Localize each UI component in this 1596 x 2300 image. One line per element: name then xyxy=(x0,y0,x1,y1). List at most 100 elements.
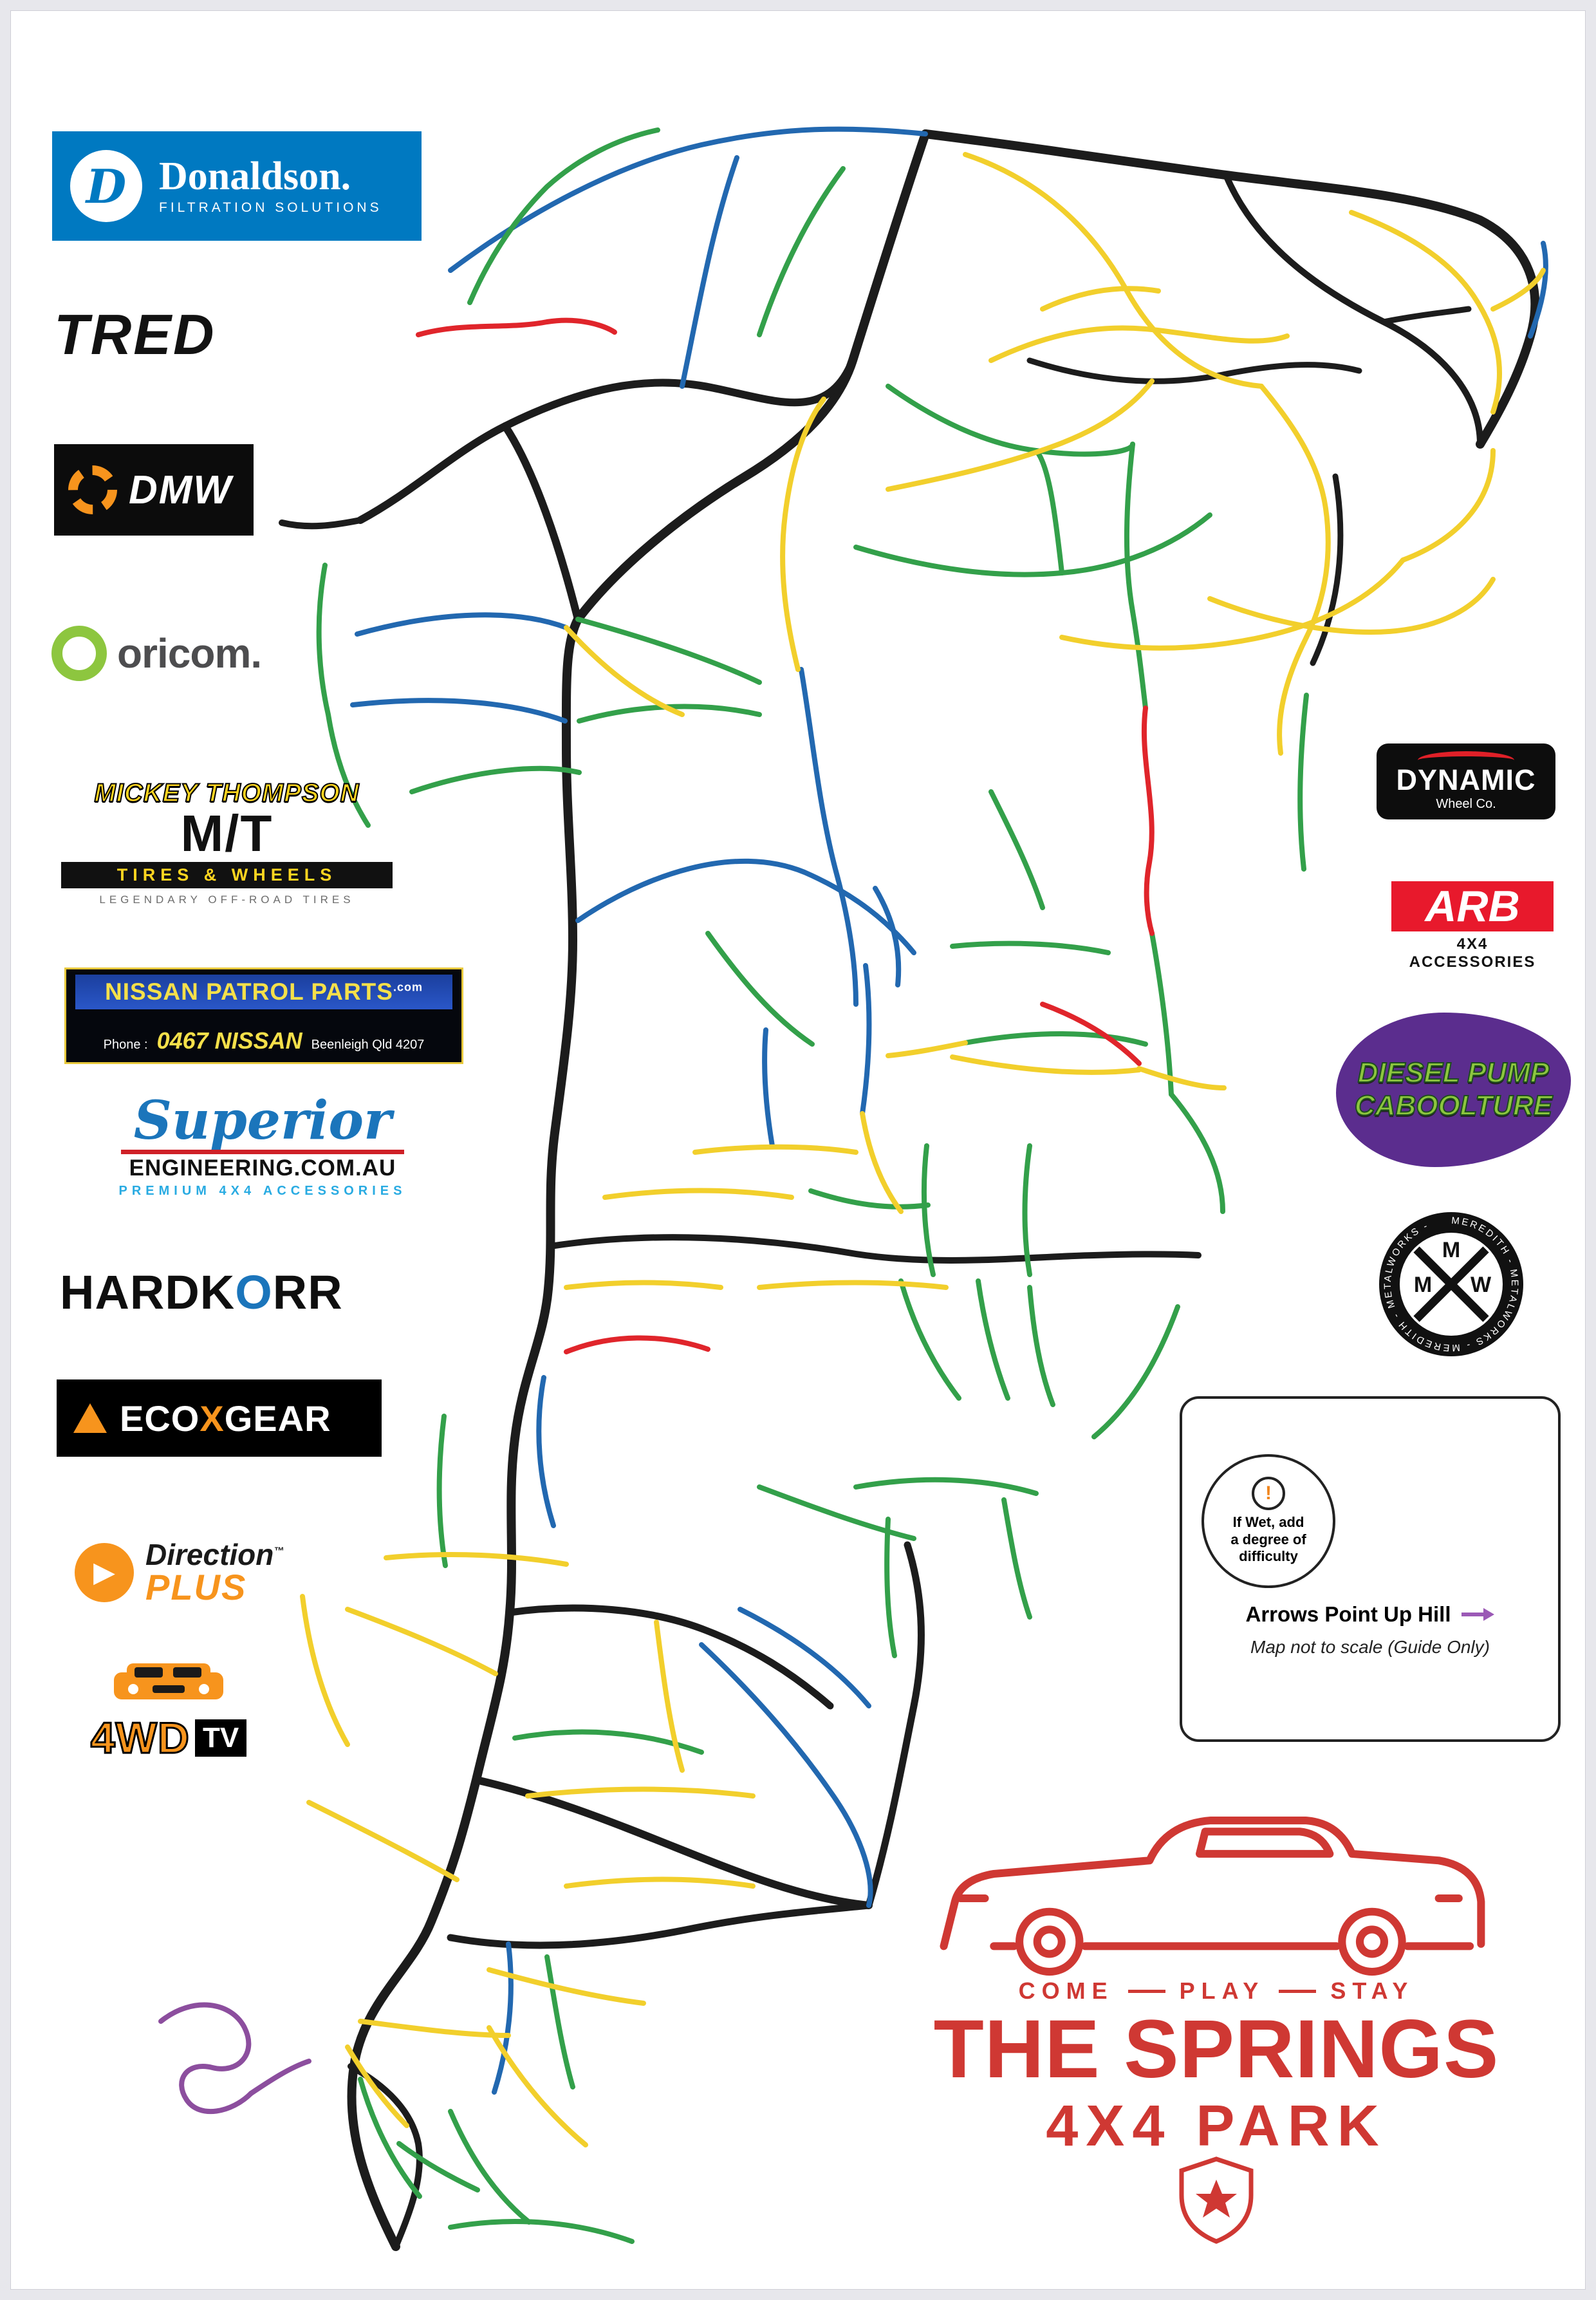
trail-path xyxy=(886,384,1135,457)
trail-path xyxy=(348,2063,423,2250)
springs-4x4-park-logo: COME PLAY STAY THE SPRINGS 4X4 PARK xyxy=(869,1796,1564,2295)
trail-path xyxy=(350,698,568,724)
trail-path xyxy=(384,1552,569,1567)
trail-path xyxy=(1490,268,1546,312)
trail-path xyxy=(1091,1304,1180,1439)
trail-path xyxy=(358,2077,422,2199)
trail-path xyxy=(396,2141,480,2192)
direction-text: Direction xyxy=(145,1537,274,1571)
tires-wheels-bar: TIRES & WHEELS xyxy=(61,862,393,888)
tag-separator xyxy=(1279,1989,1317,1993)
sponsor-nissan-patrol-parts: NISSAN PATROL PARTS.com Phone : 0467 NIS… xyxy=(64,968,463,1064)
diesel-pump-line2: CABOOLTURE xyxy=(1354,1089,1553,1122)
tag-come: COME xyxy=(1018,1977,1114,2004)
dynamic-swoosh-icon xyxy=(1418,751,1514,769)
legend-items xyxy=(1347,1416,1539,1588)
sponsor-arb: ARB 4X4 ACCESSORIES xyxy=(1391,881,1554,971)
meredith-logo-icon: MEREDITH - METALWORKS - MEREDITH - METAL… xyxy=(1379,1212,1523,1356)
trail-path xyxy=(1130,609,1148,711)
oricom-name: oricom. xyxy=(117,630,262,677)
trail-path xyxy=(884,1517,897,1658)
trail-path xyxy=(306,1800,459,1882)
trail-path xyxy=(447,1902,873,1949)
trail-path xyxy=(988,325,1290,363)
mickey-thompson-tagline: LEGENDARY OFF-ROAD TIRES xyxy=(99,893,355,906)
come-play-stay: COME PLAY STAY xyxy=(1019,1977,1415,2005)
trail-path xyxy=(853,1477,1039,1496)
4wd-text: 4WD xyxy=(89,1713,190,1764)
tag-stay: STAY xyxy=(1330,1977,1415,2004)
trail-path xyxy=(860,1111,904,1214)
sponsor-hardkorr: HARDKORR xyxy=(60,1265,433,1320)
trail-path xyxy=(525,1786,756,1799)
direction-name: Direction™ xyxy=(145,1540,284,1569)
trail-path xyxy=(564,1876,756,1889)
trail-path xyxy=(316,563,371,828)
trail-path xyxy=(345,2044,409,2128)
superior-tagline: PREMIUM 4X4 ACCESSORIES xyxy=(118,1184,407,1198)
trail-path xyxy=(573,129,930,624)
trail-path xyxy=(865,1541,925,1909)
trail-path xyxy=(853,512,1212,577)
sponsor-meredith-metalworks: MEREDITH - METALWORKS - MEREDITH - METAL… xyxy=(1374,1207,1528,1361)
trail-path xyxy=(988,789,1045,910)
trail-path xyxy=(564,1280,723,1290)
trail-path xyxy=(1059,557,1406,651)
sponsor-4wd-tv: 4WD TV xyxy=(62,1661,275,1780)
arrow-circle-icon: ▶ xyxy=(75,1542,134,1602)
trail-path xyxy=(506,1604,834,1710)
truck-outline-icon xyxy=(940,1816,1485,1976)
trail-path xyxy=(536,1375,556,1528)
donaldson-d-glyph: D xyxy=(86,158,127,214)
trail-path xyxy=(1040,286,1161,312)
sponsor-ecoxgear: ECOXGEAR xyxy=(57,1379,382,1457)
phone-label: Phone : xyxy=(103,1038,148,1052)
trail-path xyxy=(544,1954,575,2090)
trail-path xyxy=(757,1484,916,1541)
dmw-name: DMW xyxy=(129,467,232,512)
plus-text: PLUS xyxy=(145,1566,247,1607)
trail-path xyxy=(436,1414,448,1568)
trail-path xyxy=(1259,384,1331,640)
wet-note: If Wet, add a degree of difficulty xyxy=(1230,1514,1306,1565)
trail-path xyxy=(1207,577,1496,635)
trail-path xyxy=(1277,635,1309,756)
trail-path xyxy=(1400,448,1496,563)
trail-path xyxy=(472,1776,873,1909)
sponsor-diesel-pump-caboolture: DIESEL PUMP CABOOLTURE xyxy=(1336,1013,1571,1167)
trademark-symbol: ™ xyxy=(274,1546,284,1557)
meredith-w-right: W xyxy=(1471,1273,1492,1297)
sponsor-donaldson: D Donaldson. FILTRATION SOLUTIONS xyxy=(52,131,422,241)
trail-path xyxy=(898,1278,961,1401)
trail-path xyxy=(467,127,660,305)
truck-icon xyxy=(114,1663,223,1699)
tag-separator xyxy=(1127,1989,1165,1993)
trail-path xyxy=(799,667,858,1007)
meredith-m-left: M xyxy=(1414,1273,1432,1297)
trail-path xyxy=(921,129,1540,449)
phone-number: 0467 NISSAN xyxy=(156,1027,302,1054)
mountain-icon xyxy=(73,1403,107,1433)
sponsor-oricom: oricom. xyxy=(51,608,277,698)
trail-path xyxy=(762,1027,775,1148)
trail-path xyxy=(355,612,569,637)
nissan-dotcom: .com xyxy=(393,980,423,994)
trail-path xyxy=(409,765,582,794)
trail-path xyxy=(705,931,815,1047)
gear-text: GEAR xyxy=(224,1398,331,1439)
trail-path xyxy=(860,963,872,1116)
nissan-contact-row: Phone : 0467 NISSAN Beenleigh Qld 4207 xyxy=(75,1027,452,1057)
trail-path xyxy=(1124,442,1135,614)
trail-path xyxy=(950,940,1111,955)
superior-script: Superior xyxy=(120,1094,405,1154)
trail-path xyxy=(692,1144,858,1155)
nissan-patrol-title: NISSAN PATROL PARTS.com xyxy=(75,975,452,1009)
trail-path xyxy=(780,397,826,672)
hardkorr-o-icon: O xyxy=(235,1266,273,1319)
scale-note: Map not to scale (Guide Only) xyxy=(1250,1637,1490,1657)
trail-path xyxy=(564,625,685,717)
trail-path xyxy=(448,126,928,273)
trail-path xyxy=(1137,1066,1227,1090)
hardkorr-text-1: HARDK xyxy=(60,1266,236,1319)
